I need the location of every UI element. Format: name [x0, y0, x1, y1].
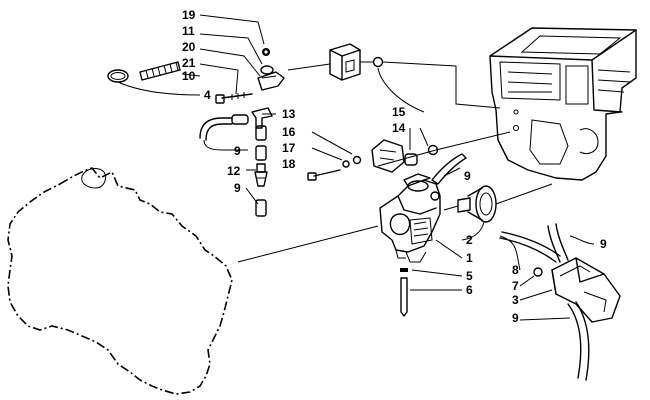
callout-2: 2: [466, 233, 473, 247]
spring-10: [139, 61, 181, 81]
fuel-pump-fitting: [257, 48, 285, 91]
washer-16: [352, 155, 362, 165]
callout-9-lower: 9: [512, 311, 519, 325]
callout-7: 7: [512, 279, 519, 293]
engine-pulley-detail: [81, 168, 107, 189]
main-jet-6: [400, 277, 408, 317]
spacer-14: [404, 153, 418, 166]
callout-1: 1: [466, 251, 473, 265]
callout-5: 5: [466, 269, 473, 283]
hose-9b: [255, 145, 267, 161]
callout-6: 6: [466, 283, 473, 297]
callout-labels: 19 11 20 21 10 4 13 15 14 16 17 18 9 12 …: [182, 8, 607, 325]
callout-13: 13: [282, 107, 296, 121]
callout-9-mid: 9: [234, 181, 241, 195]
callout-leaders: [117, 14, 595, 321]
nut-15: [427, 144, 439, 156]
callout-10: 10: [182, 69, 196, 83]
hose-9a: [255, 125, 267, 141]
washer-17: [342, 160, 350, 168]
clamp-7: [533, 267, 543, 277]
callout-15: 15: [392, 105, 406, 119]
callout-4: 4: [204, 88, 211, 102]
callout-14: 14: [392, 121, 406, 135]
cable-adjuster-nut: [372, 56, 384, 68]
callout-3: 3: [512, 293, 519, 307]
choke-plate: [371, 139, 405, 173]
tee-13: [251, 107, 273, 129]
fuel-line-upper: [199, 117, 233, 139]
fuel-pump-3: [551, 257, 621, 323]
screw-18: [307, 169, 341, 181]
callout-18: 18: [282, 157, 296, 171]
callout-20: 20: [182, 40, 196, 54]
intake-adapter-2: [457, 185, 497, 223]
hose-9c: [255, 199, 267, 217]
callout-9-carb: 9: [464, 169, 471, 183]
hose-9d: [547, 223, 569, 263]
callout-8: 8: [512, 263, 519, 277]
throttle-cable-upper: [287, 61, 501, 109]
connector-13a: [231, 114, 249, 125]
carb-centerline: [237, 183, 553, 263]
clip-5: [400, 268, 408, 272]
carburetor: [379, 153, 467, 263]
callout-16: 16: [282, 125, 296, 139]
callout-11: 11: [182, 24, 195, 38]
fuel-filter-12: [254, 163, 268, 187]
callout-17: 17: [282, 141, 296, 155]
callout-9-right: 9: [600, 237, 607, 251]
hose-9e: [567, 301, 590, 381]
cable-bracket: [329, 43, 361, 81]
throttle-cable-lower: [377, 131, 511, 167]
callout-19: 19: [182, 8, 196, 22]
callout-12: 12: [227, 164, 241, 178]
airbox: [489, 27, 637, 181]
bolt-21: [215, 92, 253, 104]
engine-outline: [7, 167, 233, 395]
callout-9-upper: 9: [234, 144, 241, 158]
callout-21: 21: [182, 56, 196, 70]
washer-11: [260, 65, 274, 75]
